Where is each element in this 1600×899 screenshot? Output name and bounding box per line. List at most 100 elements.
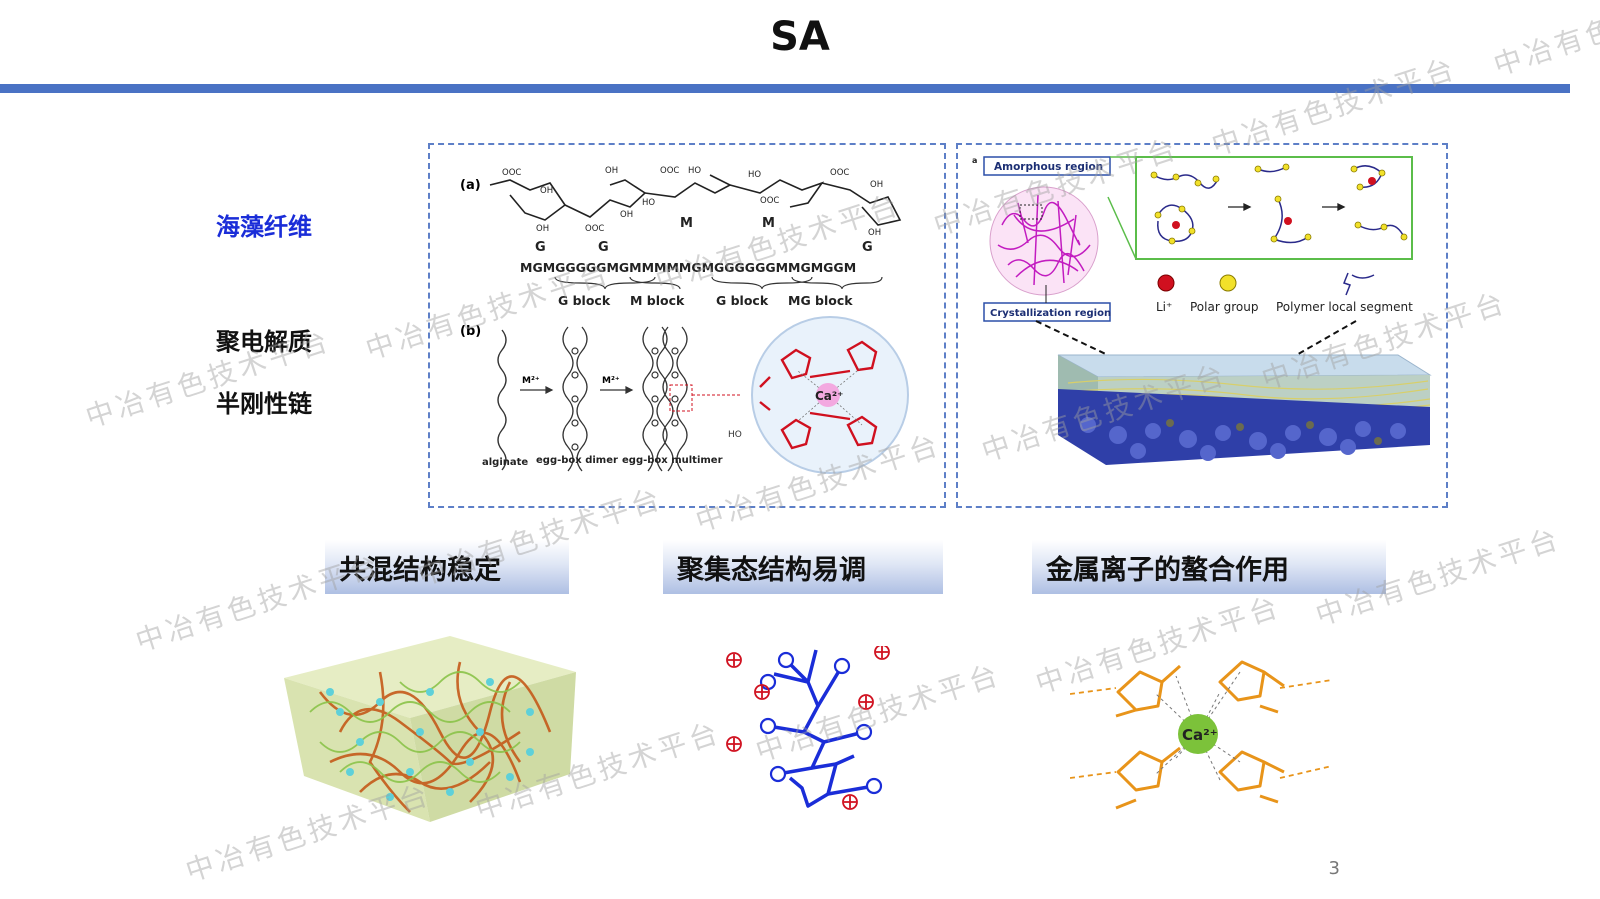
svg-text:OOC: OOC [660, 166, 679, 176]
svg-text:OOC: OOC [585, 224, 604, 234]
blend-network-figure [280, 632, 580, 824]
title-divider [0, 84, 1570, 93]
legend-labels: Li⁺ Polar group Polymer local segment [1156, 300, 1413, 314]
polymer-sphere [989, 186, 1099, 296]
electrode-particles [1080, 417, 1406, 461]
svg-text:OOC: OOC [830, 168, 849, 178]
reaction-arrows [520, 386, 634, 394]
blue-backbone [767, 649, 875, 808]
calcium-chelation-diagram: Ca²⁺ [1069, 660, 1333, 810]
inset-arrows [1228, 202, 1346, 212]
amorphous-zoom-box [1019, 204, 1043, 220]
panel-marker: a [972, 156, 977, 165]
svg-text:OH: OH [540, 186, 553, 196]
svg-text:OH: OH [605, 166, 618, 176]
svg-text:egg-box dimer: egg-box dimer [536, 455, 618, 466]
electrode-dark-particles [1166, 419, 1382, 445]
membrane-top-surface [1057, 354, 1432, 378]
svg-text:HO: HO [748, 170, 761, 180]
stage-labels: alginate egg-box dimer egg-box multimer [482, 455, 723, 468]
svg-text:Polar group: Polar group [1190, 300, 1258, 314]
svg-text:OH: OH [620, 210, 633, 220]
svg-text:G: G [535, 240, 546, 255]
egg-box-multimer-strands [642, 326, 688, 472]
inset-connector-bottom [1107, 196, 1137, 260]
banner-blend-stability: 共混结构稳定 [325, 540, 569, 594]
banner-metal-chelation: 金属离子的螯合作用 [1032, 540, 1386, 594]
blend-network-cube [284, 636, 576, 822]
egg-box-dimer-ions [571, 347, 579, 451]
orange-sugar-rings [1115, 660, 1285, 810]
egg-box-dimer-strands [562, 326, 588, 472]
block-sequence: MGMGGGGGMGMMMMMGMGGGGGGMMGMGGM [520, 260, 856, 275]
ion-label-1: M²⁺ [522, 376, 540, 386]
crystallization-region-box [983, 302, 1111, 322]
amorphous-region-box [983, 156, 1111, 176]
svg-text:OH: OH [868, 228, 881, 238]
zoom-guluronate-chains [759, 340, 878, 450]
banner-aggregation-tunable: 聚集态结构易调 [663, 540, 943, 594]
lithium-ions-inset [1172, 177, 1376, 229]
label-semi-rigid-chain: 半刚性链 [216, 390, 312, 418]
polar-group-legend-icon [1219, 274, 1237, 292]
cube-top [284, 636, 576, 718]
label-polyelectrolyte: 聚电解质 [216, 328, 312, 356]
crystallization-region-label: Crystallization region [990, 308, 1111, 319]
svg-text:G: G [862, 240, 873, 255]
zoom-highlight [669, 384, 693, 412]
chain-substituents: OOC OH OH OH OOC HO HO OOC OOC OH OOC OH OH HO [502, 166, 883, 238]
polar-group-dots [1150, 163, 1408, 245]
cube-left [284, 678, 430, 822]
svg-text:M: M [762, 216, 775, 231]
page-number: 3 [1328, 858, 1340, 879]
coordination-bonds [797, 366, 863, 426]
svg-text:OOC: OOC [760, 196, 779, 206]
calcium-label-bubble: Ca²⁺ [815, 389, 844, 403]
panel-a-label: (a) [460, 178, 481, 193]
polymer-electrolyte-figure: a Amorphous region Crystallization regio… [956, 143, 1448, 508]
polymer-coils [997, 194, 1091, 286]
sugar-chain [489, 174, 902, 226]
svg-text:OH: OH [870, 180, 883, 190]
block-names: G block M block G block MG block [558, 293, 853, 308]
ion-transport-inset [1135, 156, 1413, 260]
cation-markers [726, 644, 890, 810]
polymer-electrolyte-diagram: a Amorphous region Crystallization regio… [972, 156, 1432, 465]
alginate-structure-figure: (a) OOC OH OH OH OOC HO HO OOC OOC OH OOC OH O… [428, 143, 946, 508]
svg-text:Polymer local segment: Polymer local segment [1276, 300, 1413, 314]
green-polymer-chains [309, 671, 521, 783]
svg-text:MG block: MG block [788, 293, 853, 308]
cross-link-nodes [326, 678, 534, 801]
cube-right [410, 672, 576, 822]
svg-text:M: M [680, 216, 693, 231]
block-braces [554, 276, 883, 290]
polyelectrolyte-chain-diagram [726, 644, 890, 810]
alginate-strand [497, 329, 507, 471]
calcium-ion [1178, 714, 1218, 754]
alginate-structure-diagram: (a) OOC OH OH OH OOC HO HO OOC OOC OH OOC OH O… [460, 166, 909, 474]
lithium-legend-icon [1157, 274, 1175, 292]
amorphous-region-label: Amorphous region [994, 161, 1103, 173]
residue-labels: G G M M G [535, 216, 873, 255]
ion-label-2: M²⁺ [602, 376, 620, 386]
svg-text:G block: G block [716, 293, 769, 308]
svg-text:Li⁺: Li⁺ [1156, 300, 1172, 314]
svg-text:HO: HO [642, 198, 655, 208]
anion-groups [759, 651, 883, 795]
polyelectrolyte-chain-figure [724, 644, 914, 826]
svg-text:M block: M block [630, 293, 685, 308]
svg-text:egg-box multimer: egg-box multimer [622, 455, 723, 466]
calcium-ion-bubble [816, 383, 840, 407]
slide-title: SA [770, 14, 830, 60]
svg-text:alginate: alginate [482, 457, 528, 468]
svg-text:OOC: OOC [502, 168, 521, 178]
ho-label: HO [728, 430, 742, 440]
panel-b-label: (b) [460, 324, 481, 339]
svg-text:HO: HO [688, 166, 701, 176]
svg-text:G block: G block [558, 293, 611, 308]
svg-text:OH: OH [536, 224, 549, 234]
label-seaweed-fiber: 海藻纤维 [216, 213, 312, 241]
chain-continuation [1069, 679, 1333, 779]
egg-box-multimer-ions [651, 347, 679, 427]
calcium-chelation-figure: Ca²⁺ [1069, 642, 1350, 826]
